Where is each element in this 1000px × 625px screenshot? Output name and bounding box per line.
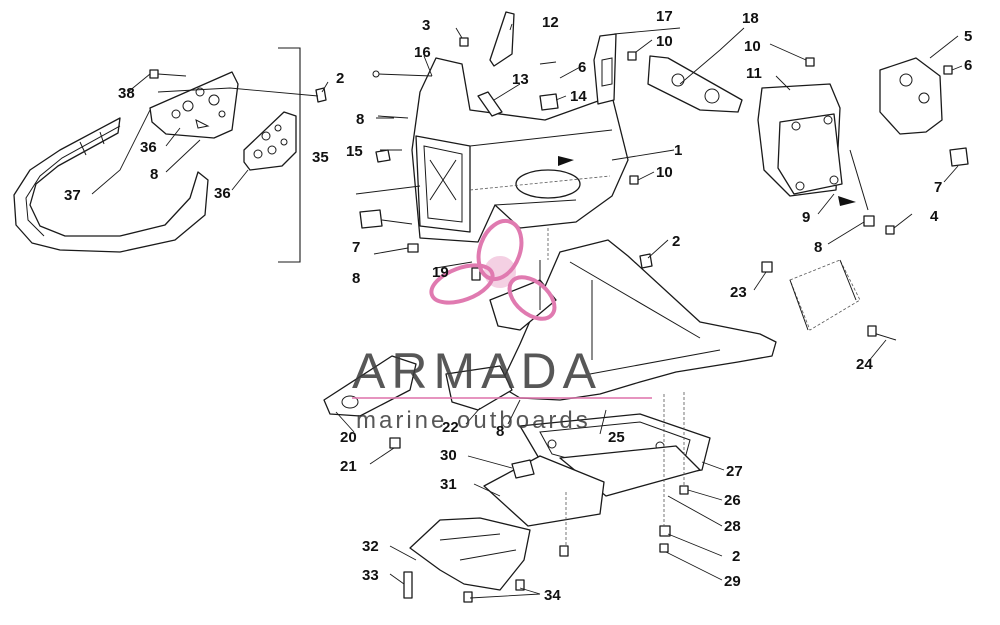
callout-35: 35: [312, 149, 329, 166]
callout-4: 4: [930, 208, 939, 225]
callout-2: 2: [336, 70, 344, 87]
callout-26: 26: [724, 492, 741, 509]
callout-5: 5: [964, 28, 972, 45]
callout-16: 16: [414, 44, 431, 61]
callout-21: 21: [340, 458, 357, 475]
frame-rail: [499, 239, 777, 401]
callout-18: 18: [742, 10, 759, 27]
callout-20: 20: [340, 429, 357, 446]
callout-23: 23: [730, 284, 747, 301]
callout-7: 7: [352, 239, 360, 256]
callout-30: 30: [440, 447, 457, 464]
callout-25: 25: [608, 429, 625, 446]
callout-29: 29: [724, 573, 741, 590]
callout-labels: 1 2 2 2 3 4 5 6 6 7 7 8 8 8 8 8 9 10 10 …: [64, 8, 972, 604]
bracket-5: [879, 57, 943, 135]
callout-1: 1: [674, 142, 682, 159]
plate-18: [647, 55, 743, 113]
watermark-tagline: marine outboards: [356, 407, 591, 434]
callout-13: 13: [512, 71, 529, 88]
callout-12: 12: [542, 14, 559, 31]
callout-32: 32: [362, 538, 379, 555]
callout-36: 36: [140, 139, 157, 156]
callout-15: 15: [346, 143, 363, 160]
callout-10: 10: [744, 38, 761, 55]
panel-12: [489, 11, 515, 67]
callout-10: 10: [656, 33, 673, 50]
callout-33: 33: [362, 567, 379, 584]
callout-7: 7: [934, 179, 942, 196]
callout-8: 8: [356, 111, 364, 128]
callout-6: 6: [964, 57, 972, 74]
callout-31: 31: [440, 476, 457, 493]
watermark-brand: ARMADA: [352, 343, 602, 399]
callout-28: 28: [724, 518, 741, 535]
lower-plates: [403, 392, 711, 603]
callout-8: 8: [150, 166, 158, 183]
callout-11: 11: [746, 65, 762, 82]
callout-8: 8: [814, 239, 822, 256]
bumper-bracket-lower: [243, 111, 297, 171]
cover-9: [777, 113, 843, 195]
bumper-bracket-upper: [149, 71, 239, 139]
callout-19: 19: [432, 264, 449, 281]
callout-14: 14: [570, 88, 587, 105]
bumper-assembly: [13, 47, 327, 263]
right-upper-parts: [757, 57, 969, 235]
callout-36: 36: [214, 185, 231, 202]
callout-17: 17: [656, 8, 673, 25]
callout-38: 38: [118, 85, 135, 102]
latch-17: [593, 33, 617, 105]
main-frame: [323, 228, 897, 449]
callout-2: 2: [732, 548, 740, 565]
group-bracket: [278, 47, 301, 263]
callout-8: 8: [352, 270, 360, 287]
bumper-tube: [13, 117, 209, 253]
callout-9: 9: [802, 209, 810, 226]
callout-10: 10: [656, 164, 673, 181]
callout-34: 34: [544, 587, 561, 604]
callout-27: 27: [726, 463, 743, 480]
brand-logo-icon: [429, 218, 557, 321]
front-bulkhead: [359, 11, 743, 281]
callout-22: 22: [442, 419, 459, 436]
callout-8: 8: [496, 423, 504, 440]
leader-lines: [91, 23, 963, 599]
callout-2: 2: [672, 233, 680, 250]
callout-37: 37: [64, 187, 81, 204]
callout-24: 24: [856, 356, 873, 373]
watermark: ARMADA marine outboards: [352, 218, 652, 434]
callout-3: 3: [422, 17, 430, 34]
callout-6: 6: [578, 59, 586, 76]
guard-32: [409, 517, 531, 591]
